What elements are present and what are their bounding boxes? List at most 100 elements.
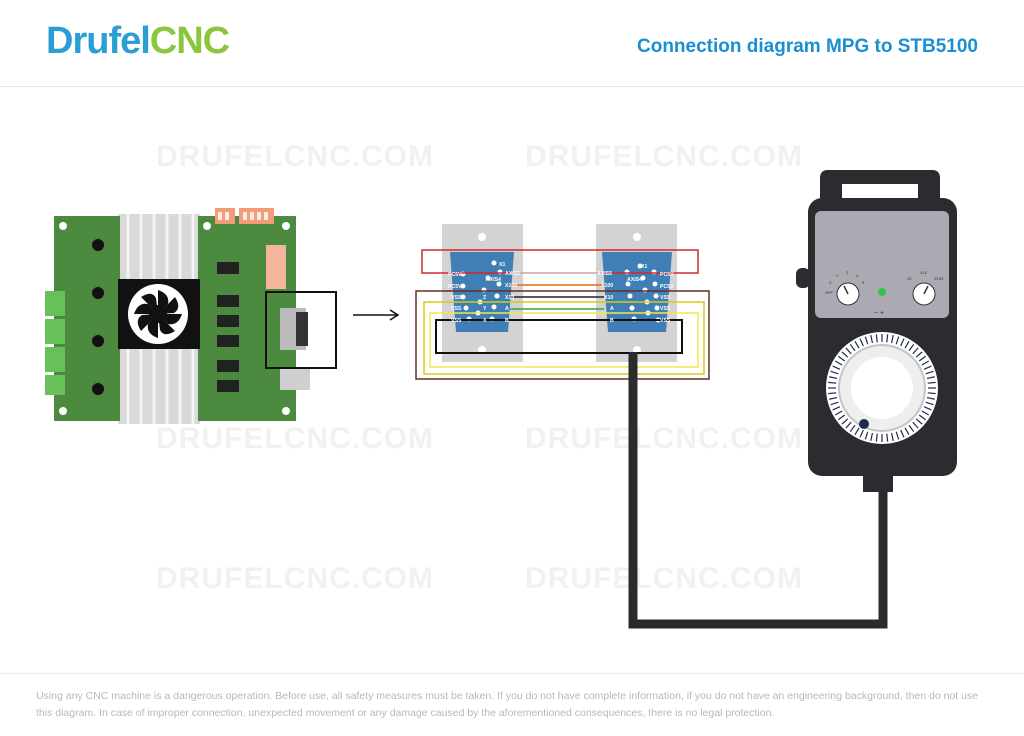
dial-label: Z [846, 270, 849, 275]
handwheel-tick [921, 360, 930, 366]
handwheel-tick [925, 370, 934, 375]
mpg-cable [628, 352, 888, 629]
wires [415, 249, 710, 380]
watermark: DRUFELCNC.COM [525, 422, 803, 455]
handwheel-tick [895, 431, 900, 440]
handwheel-tick [918, 414, 927, 421]
handwheel-tick [829, 396, 838, 400]
pin-label: PC5V [448, 272, 462, 278]
pin-label: A [505, 306, 509, 312]
handwheel-tick [837, 414, 846, 421]
handwheel-tick [854, 427, 860, 436]
handwheel-tick [921, 410, 930, 416]
handwheel-tick [859, 338, 864, 347]
handwheel-tick [890, 432, 894, 441]
handwheel-tick [870, 335, 874, 344]
handwheel-tick [841, 351, 849, 358]
handwheel-tick [849, 343, 856, 352]
watermark: DRUFELCNC.COM [156, 422, 434, 455]
right-db-connector [596, 224, 677, 362]
ic-chips [217, 262, 239, 392]
handwheel-tick [859, 429, 864, 438]
handwheel-tick [845, 347, 852, 355]
pin-label: VSS [451, 306, 462, 312]
safety-disclaimer: Using any CNC machine is a dangerous ope… [0, 673, 1024, 736]
handwheel-tick [829, 376, 838, 380]
handwheel-tick [890, 335, 894, 344]
handwheel-tick [828, 392, 837, 395]
handwheel-tick [900, 338, 905, 347]
pin-label: PC5V [660, 284, 674, 290]
terminal-blocks-left [45, 291, 65, 395]
pin-label: B [505, 318, 509, 324]
dial-label: OFF [825, 290, 834, 295]
brand-logo-part2: CNC [149, 20, 230, 62]
handwheel-tick [864, 431, 869, 440]
handwheel-tick [904, 340, 910, 349]
pin-label: Z [483, 295, 487, 301]
handwheel-tick [875, 334, 878, 343]
handwheel-tick [830, 401, 839, 406]
pin-label: AXIS5 [597, 271, 612, 277]
pin-label: VSS [451, 318, 462, 324]
handwheel-tick [886, 334, 889, 343]
dial-label: X [829, 280, 832, 285]
handwheel-tick [915, 418, 923, 425]
mpg-handle [820, 170, 940, 198]
jog-signs: − + [874, 310, 884, 317]
pin-label: Y [483, 306, 487, 312]
usb-port [280, 368, 310, 390]
pin-labels: PC5V PC5V VSS VSS VSS Z Y X X1 AXIS5 AXI… [448, 262, 674, 324]
pin-label: X100 [505, 283, 517, 289]
pin-label: X1 [499, 262, 505, 268]
arrow-icon [353, 309, 400, 321]
mounting-holes [92, 239, 104, 395]
mpg-side-button [796, 268, 810, 288]
handwheel-tick [927, 381, 936, 384]
handwheel-tick [875, 433, 878, 442]
handwheel-tick [926, 396, 935, 400]
pin-label: VSS [660, 318, 671, 324]
pin-label: X10 [505, 295, 514, 301]
handwheel-tick [864, 336, 869, 345]
handwheel-tick [912, 347, 919, 355]
handwheel-tick [923, 406, 932, 411]
pin-dots [460, 260, 661, 323]
watermark: DRUFELCNC.COM [156, 562, 434, 595]
handwheel-tick [923, 365, 932, 370]
pin-label: VSS [660, 306, 671, 312]
pin-label: PC5V [448, 284, 462, 290]
mpg-handwheel: OFF X Y Z 4 5 X1 X10 X100 − + [796, 170, 957, 492]
handwheel-tick [849, 424, 856, 433]
handwheel-grip [859, 419, 869, 429]
pin-label: AXIS4 [486, 277, 501, 283]
pin-label: X100 [601, 283, 613, 289]
handwheel-tick [834, 360, 843, 366]
dial-label: 5 [862, 280, 865, 285]
pin-label: B [610, 318, 614, 324]
watermark: DRUFELCNC.COM [525, 140, 803, 173]
handwheel-tick [912, 421, 919, 429]
dial-label: X100 [934, 276, 944, 281]
handwheel-tick [837, 355, 846, 362]
dial-label: Y [836, 273, 839, 278]
handwheel-tick [832, 365, 841, 370]
pin-label: A [610, 306, 614, 312]
dial-labels: OFF X Y Z 4 5 X1 X10 X100 − + [825, 270, 944, 317]
terminal-block-right [266, 245, 286, 289]
pin-label: VSS [451, 295, 462, 301]
dial-label: X10 [920, 270, 928, 275]
power-led [878, 288, 886, 296]
handwheel-tick [926, 376, 935, 380]
handwheel-tick [904, 427, 910, 436]
handwheel-tick [832, 406, 841, 411]
brand-logo: DrufelCNC [46, 20, 230, 62]
watermark: DRUFELCNC.COM [525, 562, 803, 595]
handwheel-tick [834, 410, 843, 416]
watermark: DRUFELCNC.COM [156, 140, 434, 173]
handwheel-tick [915, 351, 923, 358]
handwheel-tick [854, 340, 860, 349]
highlight-box [265, 291, 337, 369]
dial-label: X1 [907, 276, 913, 281]
